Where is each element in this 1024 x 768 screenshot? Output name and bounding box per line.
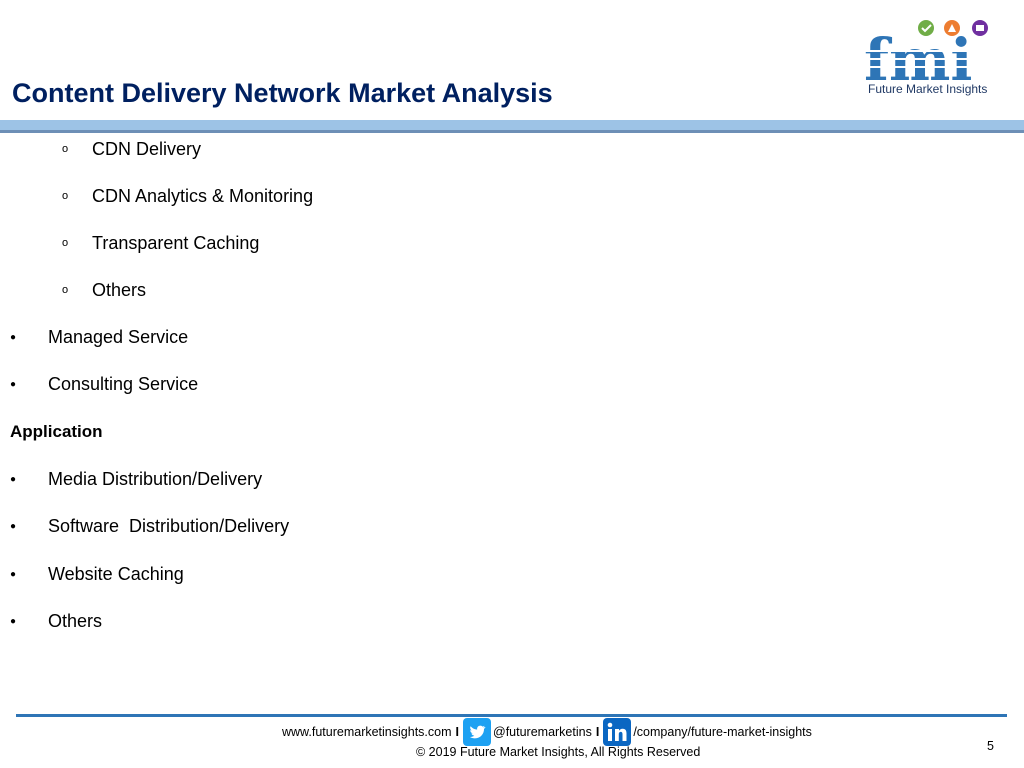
list-item-label: Media Distribution/Delivery [48, 468, 263, 489]
list-item: o CDN Delivery [62, 137, 201, 161]
header-band [0, 120, 1024, 130]
page-number: 5 [987, 739, 994, 753]
logo-caption: Future Market Insights [868, 82, 988, 96]
fmi-logo-icon: fmi [862, 20, 1008, 94]
list-item: o CDN Analytics & Monitoring [62, 184, 313, 208]
separator: I [455, 725, 459, 739]
sub-bullet: o [62, 237, 69, 249]
list-item: ● Others [10, 609, 102, 633]
footer-links: www.futuremarketinsights.com I @futurema… [282, 718, 812, 746]
separator: I [595, 725, 600, 739]
list-item: ● Software Distribution/Delivery [10, 514, 289, 538]
copyright-text: © 2019 Future Market Insights, All Right… [416, 745, 701, 759]
bullet: ● [10, 615, 17, 627]
linkedin-icon[interactable] [603, 718, 632, 746]
sub-bullet: o [62, 284, 69, 296]
website-link[interactable]: www.futuremarketinsights.com [282, 725, 452, 739]
list-item-label: Website Caching [48, 563, 184, 584]
list-item: ● Consulting Service [10, 372, 198, 396]
bullet: ● [10, 520, 17, 532]
list-item-label: CDN Delivery [92, 138, 202, 159]
twitter-handle[interactable]: @futuremarketins [493, 725, 592, 739]
section-heading: Application [10, 422, 103, 441]
list-item-label: Managed Service [48, 326, 189, 347]
list-item-label: Software Distribution/Delivery [48, 515, 290, 536]
list-item: o Others [62, 278, 146, 302]
list-item-label: Others [48, 610, 103, 631]
bullet: ● [10, 568, 17, 580]
list-item-label: Consulting Service [48, 373, 199, 394]
list-item-label: Others [92, 279, 147, 300]
list-item-label: CDN Analytics & Monitoring [92, 185, 314, 206]
header-band-shadow [0, 130, 1024, 133]
slide-title: Content Delivery Network Market Analysis [12, 78, 553, 108]
sub-bullet: o [62, 143, 69, 155]
list-item: ● Media Distribution/Delivery [10, 467, 262, 491]
list-item: o Transparent Caching [62, 231, 259, 255]
linkedin-link[interactable]: /company/future-market-insights [633, 725, 812, 739]
footer-divider [16, 714, 1007, 717]
list-item: ● Managed Service [10, 325, 188, 349]
list-item-label: Transparent Caching [92, 232, 260, 253]
sub-bullet: o [62, 190, 69, 202]
list-item: ● Website Caching [10, 562, 184, 586]
bullet: ● [10, 378, 17, 390]
twitter-icon[interactable] [463, 718, 491, 746]
bullet: ● [10, 331, 17, 343]
bullet: ● [10, 473, 17, 485]
